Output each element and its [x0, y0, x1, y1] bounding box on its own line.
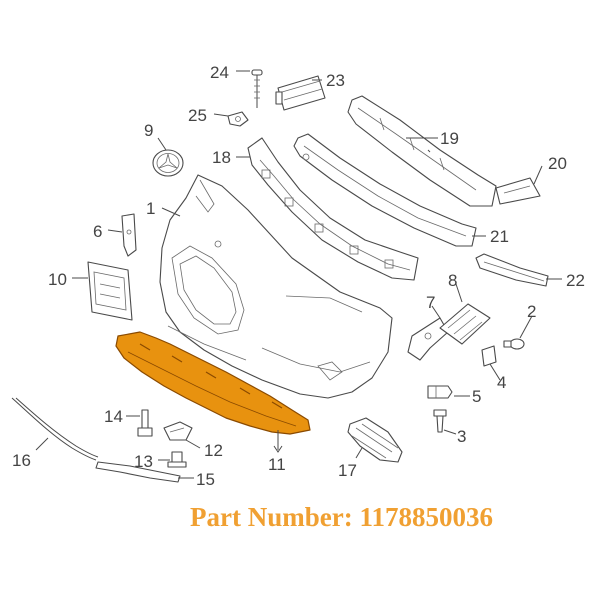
part-21-beam	[293, 133, 477, 247]
part-17-grille-insert	[347, 417, 403, 463]
callout-15: 15	[196, 470, 215, 489]
callout-5: 5	[472, 387, 481, 406]
callout-4: 4	[497, 373, 506, 392]
part-22-strip	[475, 253, 549, 287]
callout-18: 18	[212, 148, 231, 167]
callout-7: 7	[426, 293, 435, 312]
leader-lines	[35, 70, 562, 479]
callout-10: 10	[48, 270, 67, 289]
part-9-emblem	[152, 149, 184, 177]
callout-24: 24	[210, 63, 229, 82]
part-3-screw	[433, 409, 447, 433]
part-20-bracket	[495, 177, 541, 205]
part-6-bracket	[121, 213, 137, 257]
part-5-fastener	[427, 385, 453, 399]
part-10-plate-bracket	[87, 261, 133, 321]
callout-6: 6	[93, 222, 102, 241]
part-15-trim-strip	[95, 461, 181, 483]
part-16-trim-strip	[11, 397, 99, 461]
part-12-clip	[163, 421, 193, 441]
callout-25: 25	[188, 106, 207, 125]
part-7-bracket	[407, 317, 449, 361]
callout-labels: 1 2 3 4 5 6 7 8 9 10 11 12 13 14 15 16 1…	[12, 63, 585, 489]
part-25-clip	[227, 111, 249, 127]
callout-17: 17	[338, 461, 357, 480]
callout-14: 14	[104, 407, 123, 426]
part-13-nut	[167, 451, 187, 468]
callout-23: 23	[326, 71, 345, 90]
part-11-undertray	[115, 331, 311, 435]
callout-8: 8	[448, 271, 457, 290]
callout-21: 21	[490, 227, 509, 246]
part-23-module	[275, 75, 326, 111]
callout-1: 1	[146, 199, 155, 218]
callout-11: 11	[268, 455, 286, 474]
callout-2: 2	[527, 302, 536, 321]
part-8-grille	[439, 303, 491, 345]
part-2-screw	[503, 338, 525, 350]
part-24-bolt	[251, 69, 263, 108]
part-number-label: Part Number: 1178850036	[190, 502, 493, 532]
callout-19: 19	[440, 129, 459, 148]
part-18-bracket	[247, 137, 419, 281]
callout-12: 12	[204, 441, 223, 460]
callout-22: 22	[566, 271, 585, 290]
callout-13: 13	[134, 452, 153, 471]
part-19-impact-bar	[347, 95, 497, 207]
callout-20: 20	[548, 154, 567, 173]
callout-9: 9	[144, 121, 153, 140]
part-4-clip	[481, 345, 497, 367]
part-14-bolt	[137, 409, 153, 437]
callout-3: 3	[457, 427, 466, 446]
part-1-bumper-cover	[159, 174, 393, 399]
callout-16: 16	[12, 451, 31, 470]
